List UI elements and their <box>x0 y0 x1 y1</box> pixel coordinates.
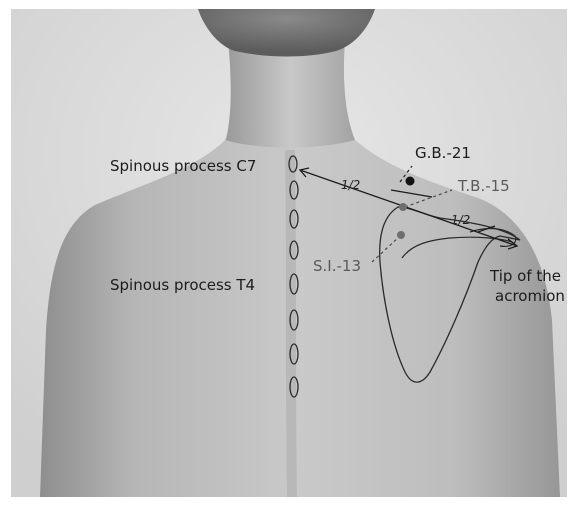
label-spinous-t4: Spinous process T4 <box>110 276 255 294</box>
label-acromion-line1: Tip of the <box>489 267 561 285</box>
tb15-point <box>399 203 407 211</box>
label-acromion-line2: acromion <box>495 287 565 305</box>
label-gb21: G.B.-21 <box>415 144 471 162</box>
label-spinous-c7: Spinous process C7 <box>110 157 256 175</box>
gb21-point <box>406 177 415 186</box>
si13-point <box>397 231 405 239</box>
label-half-upper: 1/2 <box>341 178 360 192</box>
label-tb15: T.B.-15 <box>457 177 510 195</box>
label-si13: S.I.-13 <box>313 257 361 275</box>
label-half-lower: 1/2 <box>451 213 470 227</box>
